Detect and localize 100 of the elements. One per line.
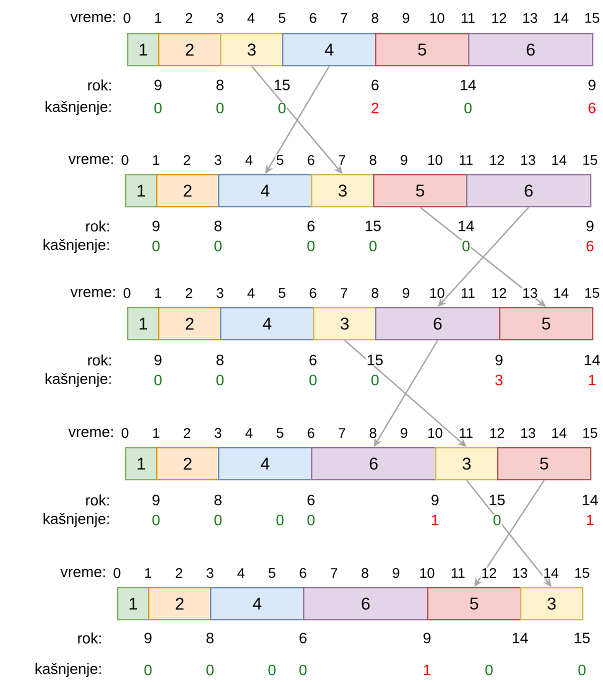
deadline-value: 14 [583,354,601,366]
deadline-label: rok: [86,354,113,366]
lateness-value: 0 [151,240,161,252]
task-box: 6 [303,587,428,620]
time-tick-label: 0 [120,154,130,166]
task-box: 3 [311,174,374,208]
time-tick-label: 1 [152,428,160,438]
time-tick-label: 2 [182,154,192,166]
task-box: 1 [125,447,158,480]
time-tick-label: 13 [522,12,538,24]
deadline-label: rok: [84,494,111,506]
time-tick-label: 5 [276,154,284,166]
deadline-label: rok: [84,220,111,232]
task-box: 1 [127,33,160,66]
time-tick-label: 7 [338,154,346,166]
lateness-value: 6 [585,240,595,252]
time-tick-label: 3 [214,154,222,166]
deadline-value: 6 [370,79,380,91]
time-tick-label: 1 [154,288,162,298]
deadline-value: 6 [306,494,316,506]
time-tick-label: 1 [152,154,160,166]
lateness-value: 2 [370,102,380,114]
deadline-value: 9 [422,632,432,644]
time-tick-label: 0 [122,287,132,299]
deadline-value: 9 [143,632,153,644]
lateness-value: 0 [153,102,163,114]
time-tick-label: 14 [550,154,568,166]
time-tick-label: 11 [450,568,466,578]
deadline-value: 8 [213,220,223,232]
lateness-value: 0 [205,664,215,676]
time-tick-label: 3 [206,567,214,579]
deadline-value: 8 [215,354,225,366]
lateness-value: 0 [368,240,378,252]
deadline-value: 9 [430,494,440,506]
deadline-value: 9 [153,354,163,366]
task-box: 6 [311,447,436,480]
time-tick-label: 4 [246,12,256,24]
time-tick-label: 10 [428,287,446,299]
time-tick-label: 15 [582,154,598,166]
time-tick-label: 4 [246,288,256,298]
deadline-value: 15 [573,632,591,644]
lateness-label: kašnjenje: [42,238,111,254]
time-label: vreme: [68,428,115,438]
time-tick-label: 15 [582,428,598,438]
time-tick-label: 14 [552,288,570,298]
deadline-value: 6 [298,632,308,644]
task-box: 1 [117,587,150,620]
lateness-value: 0 [215,374,225,386]
time-tick-label: 10 [428,12,446,24]
time-tick-label: 0 [112,567,122,579]
time-tick-label: 3 [216,287,224,299]
time-tick-label: 9 [402,12,410,24]
task-box: 3 [313,307,376,340]
time-tick-label: 7 [330,568,338,578]
lateness-value: 1 [422,664,432,676]
time-tick-label: 15 [584,12,600,24]
task-box: 3 [520,587,584,620]
task-box: 6 [468,33,594,66]
time-label: vreme: [60,568,107,578]
lateness-value: 3 [494,374,504,386]
time-tick-label: 13 [520,427,536,439]
lateness-value: 0 [306,240,316,252]
lateness-value: 0 [463,102,473,114]
task-box: 5 [499,307,594,340]
deadline-value: 9 [494,354,504,366]
time-tick-label: 5 [278,288,286,298]
time-tick-label: 8 [368,427,378,439]
time-tick-label: 12 [490,12,508,24]
task-box: 5 [427,587,522,620]
time-tick-label: 0 [122,12,132,24]
time-tick-label: 10 [426,154,444,166]
lateness-value: 0 [143,664,153,676]
task-box: 3 [435,447,498,480]
lateness-value: 0 [153,374,163,386]
time-tick-label: 9 [402,287,410,299]
lateness-value: 6 [587,102,597,114]
time-tick-label: 3 [214,427,222,439]
task-box: 4 [282,33,376,66]
deadline-value: 8 [213,494,223,506]
lateness-value: 0 [298,664,308,676]
time-tick-label: 13 [512,567,528,579]
time-tick-label: 5 [278,12,286,24]
task-box: 2 [158,33,222,66]
lateness-label: kašnjenje: [42,512,111,528]
deadline-label: rok: [86,78,113,92]
time-tick-label: 0 [120,427,130,439]
time-tick-label: 11 [460,12,476,24]
deadline-value: 8 [215,79,225,91]
task-box: 6 [375,307,500,340]
deadline-value: 15 [364,220,382,232]
lateness-value: 0 [308,374,318,386]
time-tick-label: 3 [216,12,224,24]
deadline-value: 14 [581,494,599,506]
time-tick-label: 8 [370,12,380,24]
deadline-value: 15 [366,354,384,366]
task-box: 2 [148,587,212,620]
time-tick-label: 9 [392,567,400,579]
deadline-value: 14 [459,79,477,91]
lateness-value: 0 [370,374,380,386]
deadline-value: 9 [585,220,595,232]
